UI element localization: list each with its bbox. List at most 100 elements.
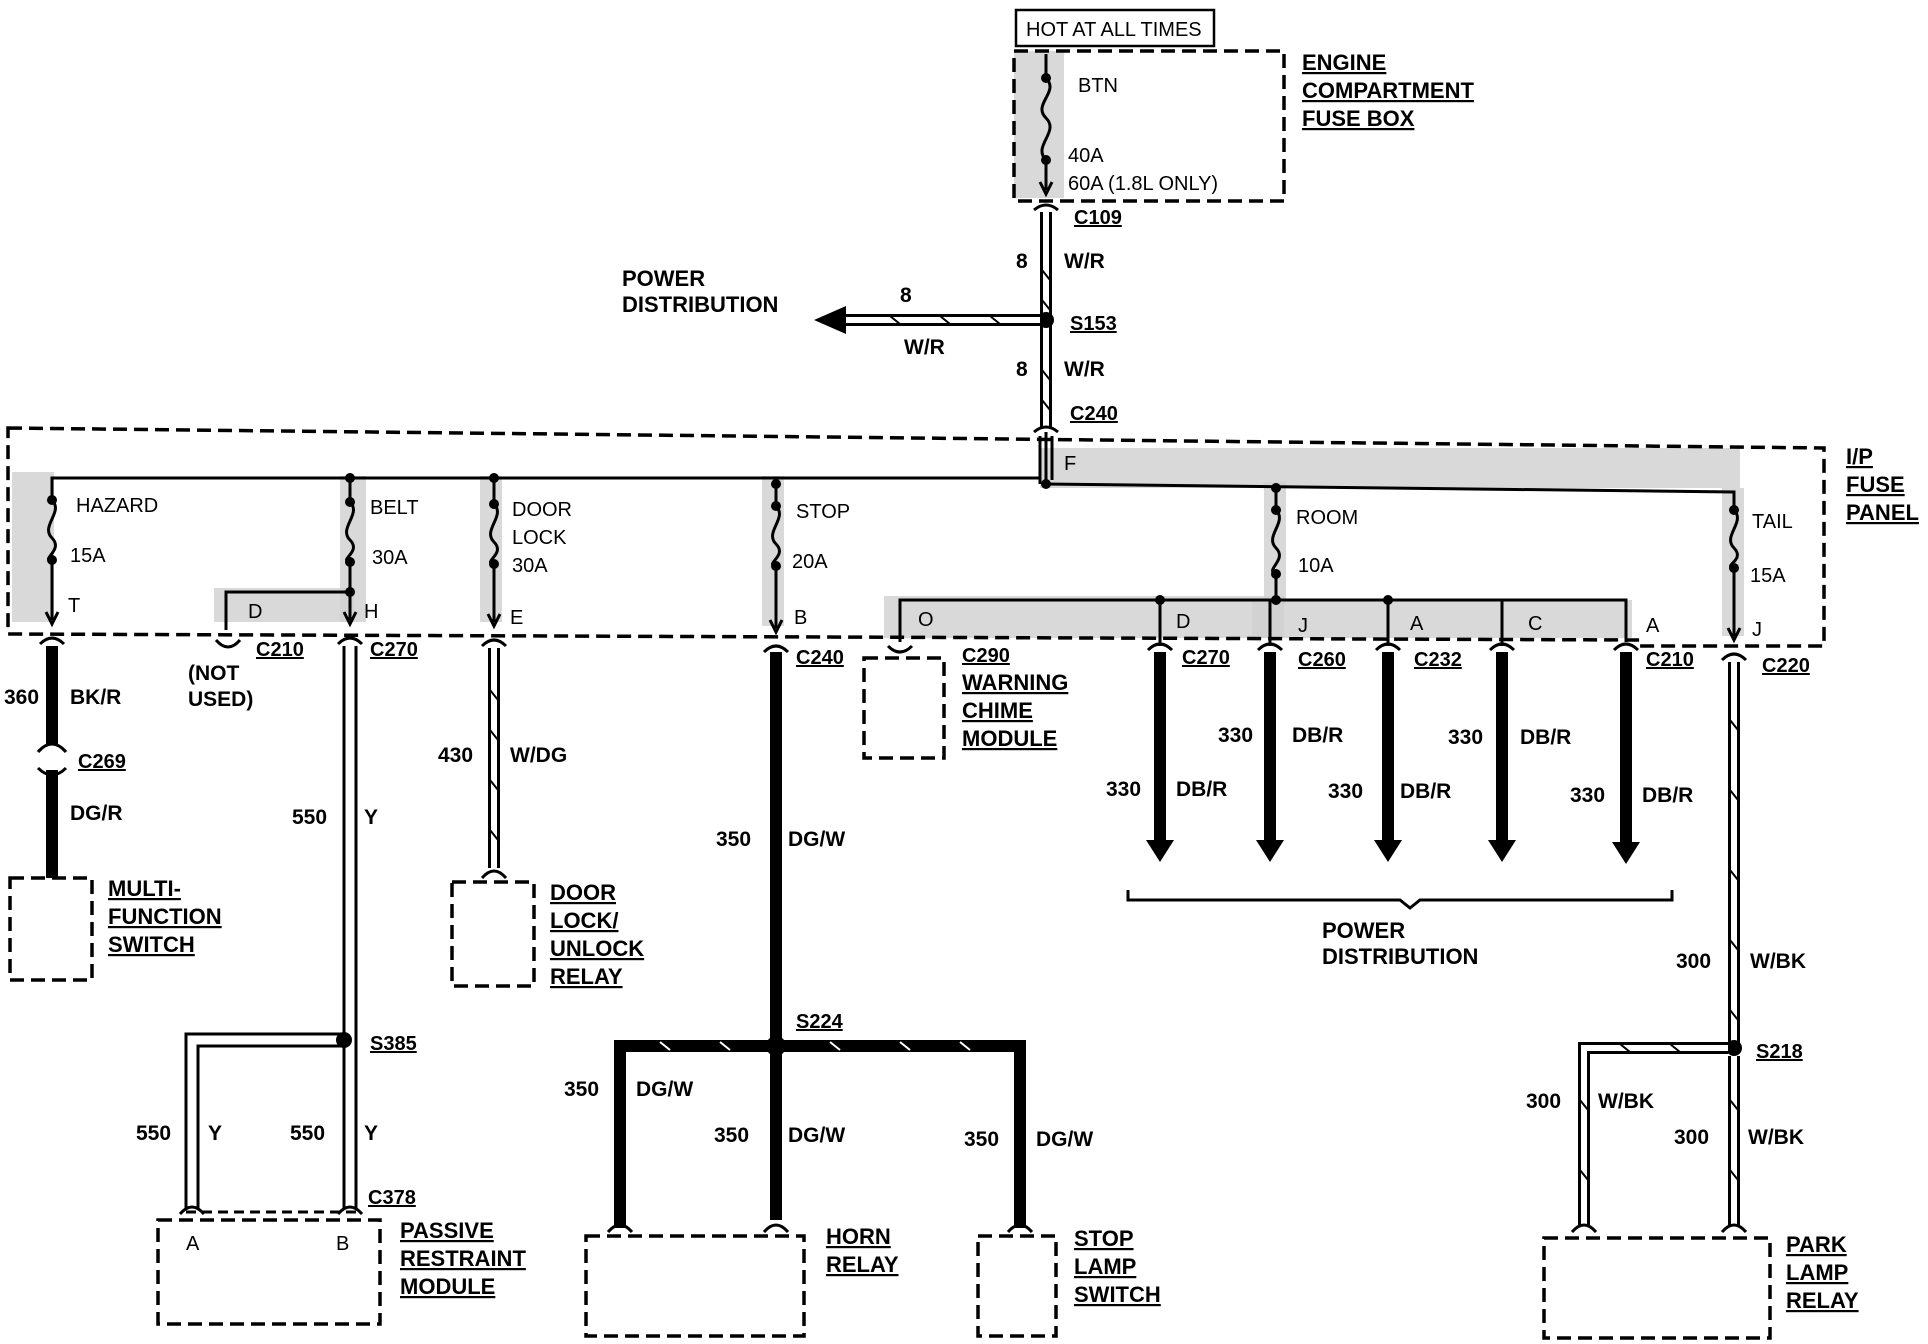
horn-relay-box — [584, 1234, 806, 1338]
stop-circuit: 350 — [716, 828, 751, 851]
room-out1-circuit: 330 — [1106, 778, 1141, 801]
c240-stop-connector-icon — [762, 644, 790, 654]
hot-at-all-times-label: HOT AT ALL TIMES — [1026, 19, 1202, 41]
room-output-3 — [1374, 642, 1402, 862]
s153-splice — [1038, 312, 1054, 328]
ip-panel-title-3: PANEL — [1846, 500, 1919, 525]
ip-panel-title-2: FUSE — [1846, 472, 1905, 497]
passive-restraint-module-box — [156, 1218, 382, 1326]
belt-fuse-rating: 30A — [372, 547, 408, 569]
stop-fuse-rating: 20A — [792, 551, 828, 573]
prm-pin-b: B — [336, 1233, 349, 1255]
sls-title-1: STOP — [1074, 1226, 1134, 1251]
s218-label: S218 — [1756, 1041, 1803, 1063]
room-distribution-bus — [898, 598, 1628, 642]
belt-fuse-name: BELT — [370, 497, 419, 519]
park-lamp-relay-box — [1542, 1236, 1772, 1340]
stop-fuse-name: STOP — [796, 501, 850, 523]
engine-box-title-1: ENGINE — [1302, 50, 1386, 75]
s218-splice — [1726, 1040, 1742, 1056]
ip-fuse-panel — [6, 426, 1826, 648]
dlr-title-1: DOOR — [550, 880, 616, 905]
room-out1-color: DB/R — [1176, 778, 1227, 801]
pd-circuit: 8 — [900, 284, 912, 307]
prm-pin-a: A — [186, 1233, 200, 1255]
tail-circuit: 300 — [1676, 950, 1711, 973]
ip-feed-pin-f: F — [1064, 453, 1076, 475]
engine-box-title-2: COMPARTMENT — [1302, 78, 1474, 103]
c240-stop-label: C240 — [796, 647, 844, 669]
c290-connector-icon — [886, 644, 914, 654]
room-output-4 — [1488, 642, 1516, 862]
engine-compartment-fuse-box — [1012, 49, 1286, 203]
power-distribution-bottom-2: DISTRIBUTION — [1322, 944, 1478, 969]
power-distribution-arrow-icon — [814, 306, 846, 334]
s224-label: S224 — [796, 1011, 844, 1033]
prm-title-1: PASSIVE — [400, 1218, 494, 1243]
room-output-5 — [1612, 642, 1640, 864]
c269-connector-icon — [36, 742, 68, 754]
s153-label: S153 — [1070, 313, 1117, 335]
room-output-2 — [1256, 642, 1284, 862]
room-out2-circuit: 330 — [1218, 724, 1253, 747]
power-distribution-top-1: POWER — [622, 266, 705, 291]
c240-top-label: C240 — [1070, 403, 1118, 425]
c290-label: C290 — [962, 645, 1010, 667]
room-out4-circuit: 330 — [1448, 726, 1483, 749]
multi-function-switch-box — [8, 876, 94, 982]
sls-title-3: SWITCH — [1074, 1282, 1161, 1307]
room-out3-circuit: 330 — [1328, 780, 1363, 803]
engine-box-title-3: FUSE BOX — [1302, 106, 1415, 131]
btn-rating-1: 40A — [1068, 145, 1104, 167]
c210-hazard-label: C210 — [256, 639, 304, 661]
mfs-title-2: FUNCTION — [108, 904, 222, 929]
plr-title-3: RELAY — [1786, 1288, 1859, 1313]
door-lock-color: W/DG — [510, 744, 567, 767]
door-lock-fuse-name: DOOR — [512, 499, 572, 521]
c210-hazard-connector-icon — [38, 636, 66, 646]
not-used-pin: D — [248, 601, 262, 623]
room-pin-j: J — [1298, 615, 1308, 637]
door-lock-connector-icon — [480, 638, 508, 648]
s224-right-circuit: 350 — [964, 1128, 999, 1151]
sls-title-2: LAMP — [1074, 1254, 1136, 1279]
not-used-line-1: (NOT — [188, 662, 239, 685]
s224-left-color: DG/W — [636, 1078, 693, 1101]
c210-room-label: C210 — [1646, 649, 1694, 671]
wcm-title-1: WARNING — [962, 670, 1068, 695]
btn-fuse-link-icon — [1040, 76, 1052, 162]
s218-right-circuit: 300 — [1674, 1126, 1709, 1149]
c240-top-connector-icon — [1033, 425, 1059, 434]
wcm-title-2: CHIME — [962, 698, 1033, 723]
not-used-line-2: USED) — [188, 688, 253, 711]
stop-lamp-switch-box — [976, 1234, 1058, 1338]
room-out3-color: DB/R — [1400, 780, 1451, 803]
s224-mid-color: DG/W — [788, 1124, 845, 1147]
room-out5-color: DB/R — [1642, 784, 1693, 807]
tail-fuse-name: TAIL — [1752, 511, 1793, 533]
room-pin-c: C — [1528, 613, 1542, 635]
c270-belt-label: C270 — [370, 639, 418, 661]
room-fuse-icon — [1271, 508, 1281, 576]
tail-color: W/BK — [1750, 950, 1806, 973]
s224-splice — [766, 1036, 786, 1056]
s224-branch-wires — [614, 1040, 1026, 1228]
s385-splice — [336, 1032, 352, 1048]
room-out2-color: DB/R — [1292, 724, 1343, 747]
c260-label: C260 — [1298, 649, 1346, 671]
c109-connector-icon — [1033, 203, 1059, 212]
s218-left-color: W/BK — [1598, 1090, 1654, 1113]
s224-mid-circuit: 350 — [714, 1124, 749, 1147]
belt-circuit: 550 — [292, 806, 327, 829]
hazard-color-2: DG/R — [70, 802, 123, 825]
hazard-color: BK/R — [70, 686, 121, 709]
btn-fuse-label: BTN — [1078, 75, 1118, 97]
tail-pin: J — [1752, 619, 1762, 641]
room-pin-a: A — [1410, 613, 1424, 635]
feed-circuit-lower: 8 — [1016, 358, 1028, 381]
c270-belt-connector-icon — [336, 636, 364, 646]
room-output-1 — [1146, 642, 1174, 862]
power-distribution-brace — [1126, 890, 1674, 910]
horn-relay-title-2: RELAY — [826, 1252, 899, 1277]
